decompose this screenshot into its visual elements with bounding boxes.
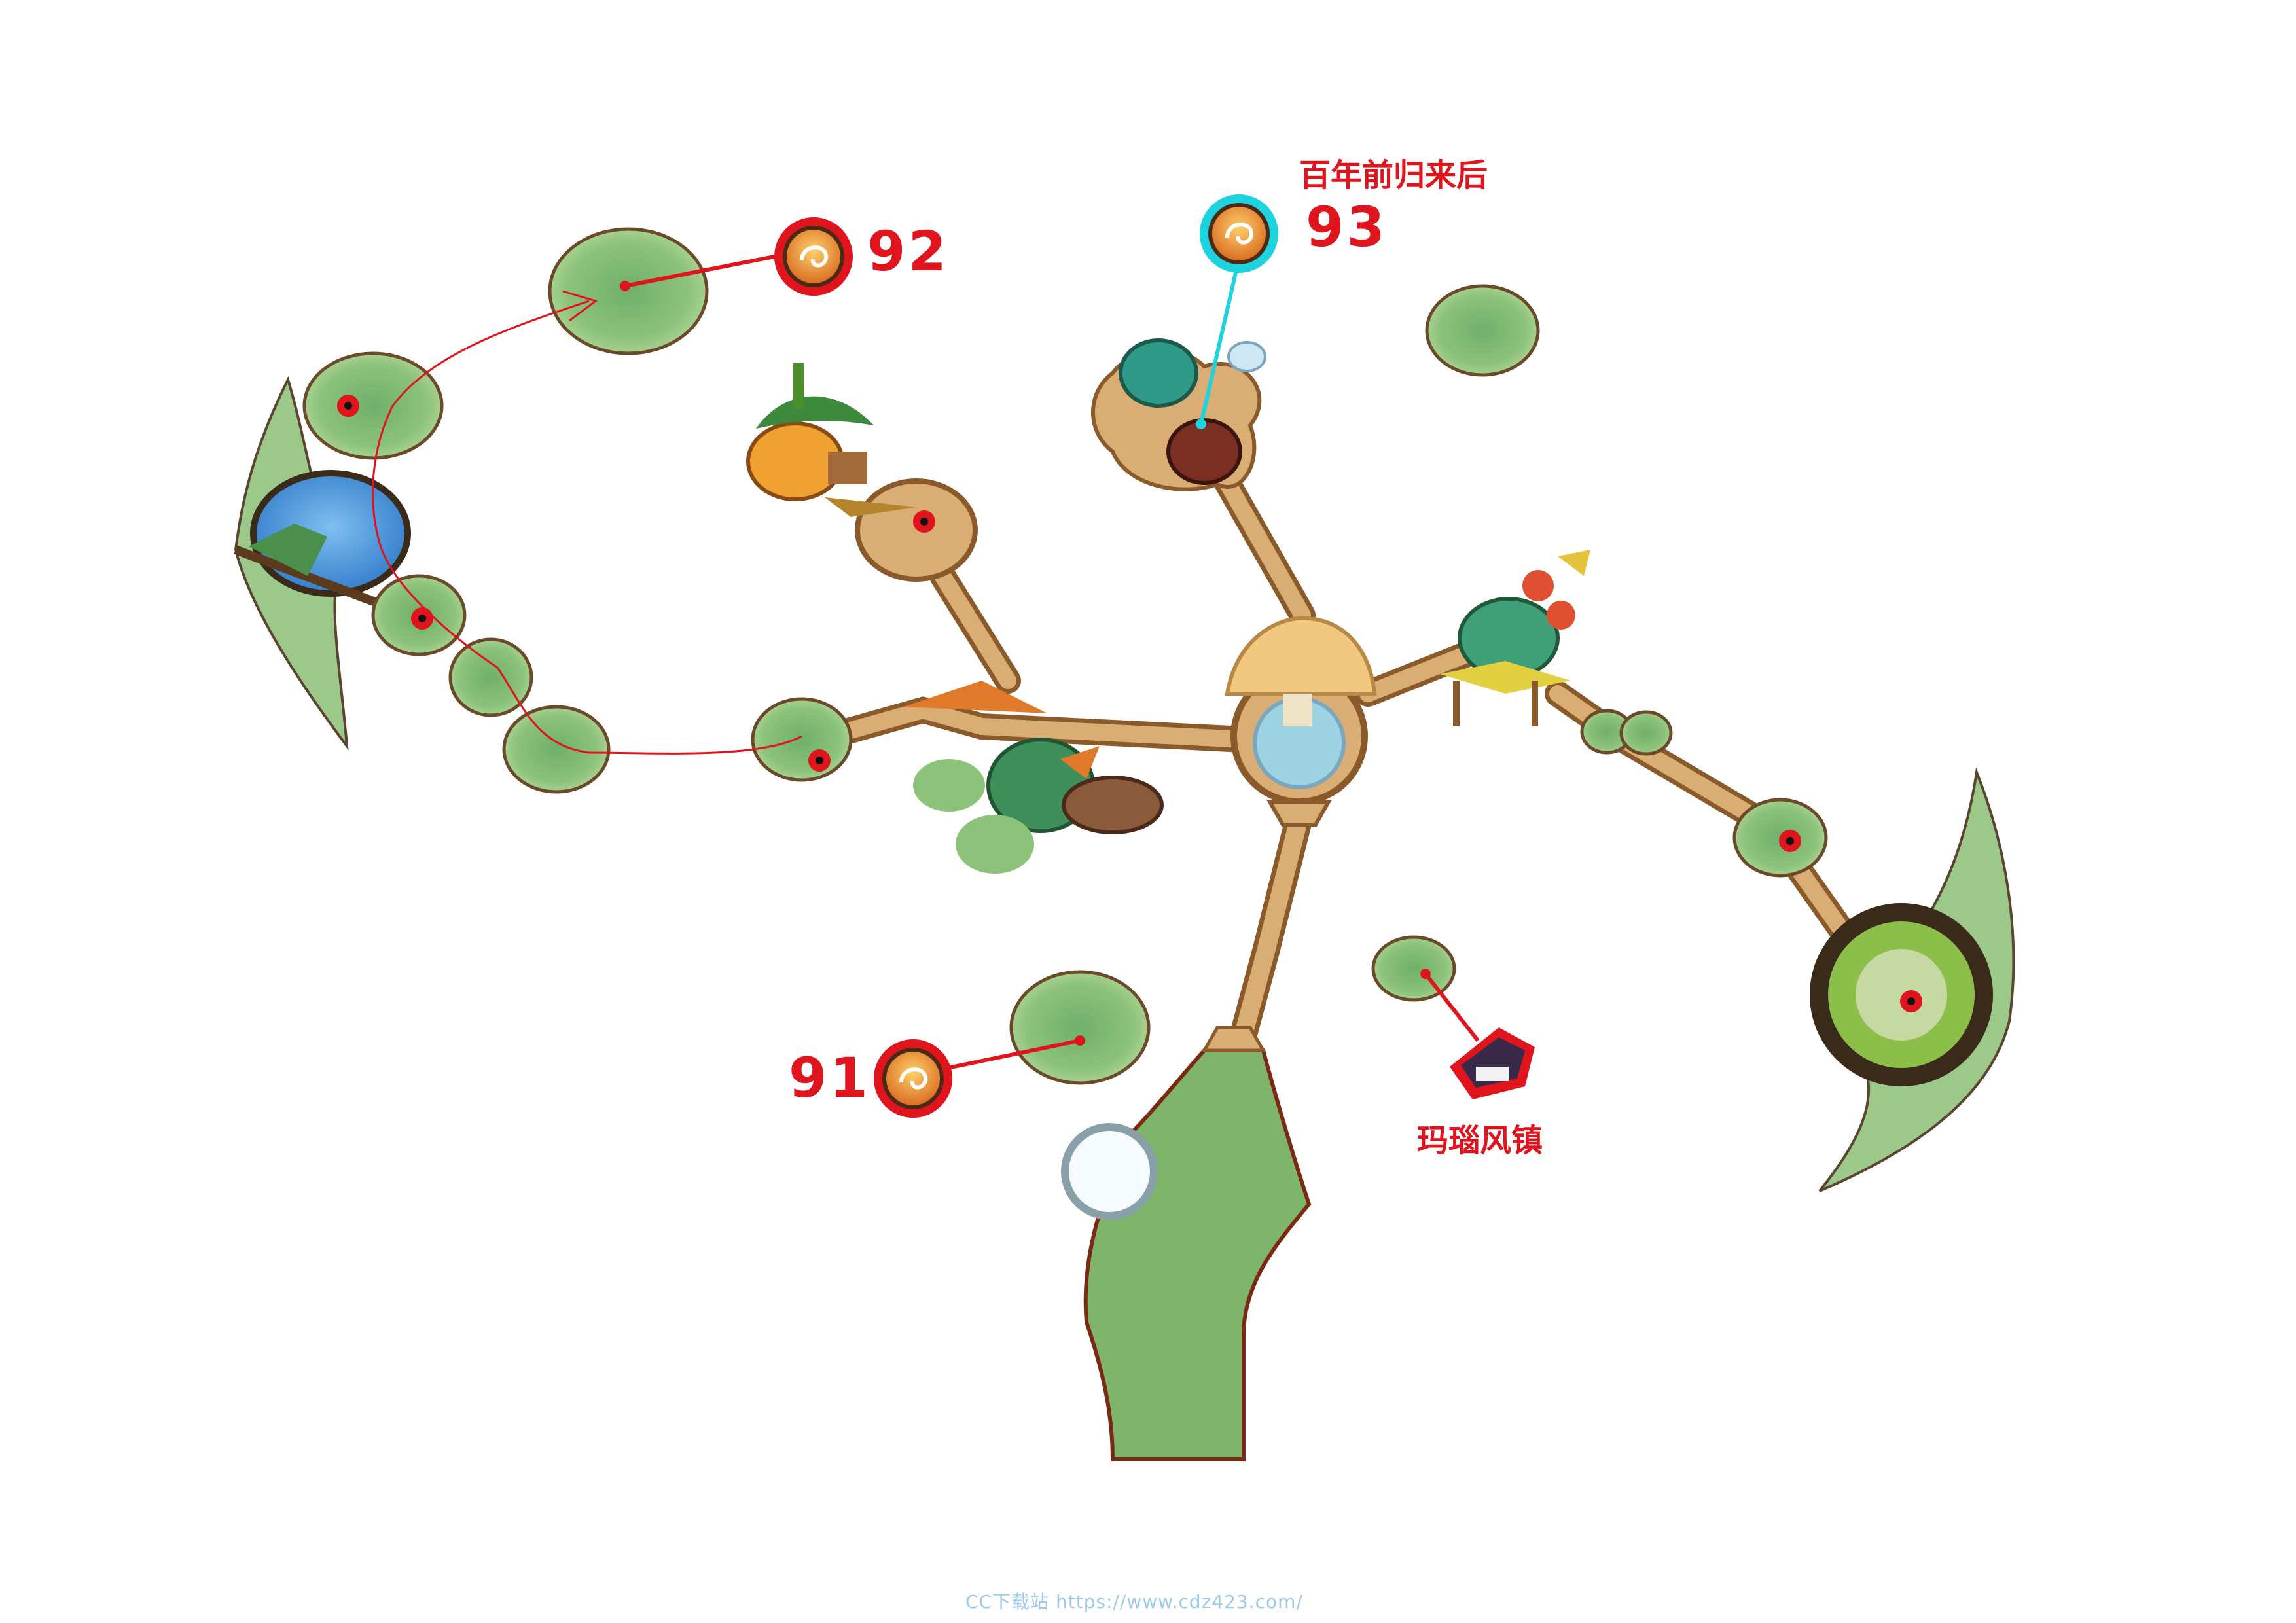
marker-label-92: 92 [867, 219, 949, 283]
watermark: CC下载站 https://www.cdz423.com/ [965, 1591, 1303, 1613]
spot-pins [337, 395, 1922, 1012]
warp-portal-icon [1061, 1123, 1158, 1220]
right-cliff [1810, 767, 2015, 1192]
red-dot-icon [1779, 830, 1801, 852]
red-dot-icon [411, 607, 433, 630]
pumpkin-house-icon [746, 363, 978, 582]
orange-swirl-chest-icon [783, 226, 844, 287]
chest-marker-93[interactable] [1200, 194, 1278, 273]
chest-marker-92[interactable] [774, 217, 853, 296]
marker-label-93: 93 [1306, 195, 1388, 259]
bean-house-icon [1091, 338, 1266, 491]
route-arrowhead [562, 290, 598, 322]
orange-swirl-chest-icon [1208, 203, 1270, 264]
town-label: 玛瑙风镇 [1417, 1122, 1543, 1159]
orange-swirl-chest-icon [882, 1048, 944, 1109]
left-cliff [234, 376, 411, 751]
red-dot-icon [913, 510, 935, 533]
marker-note-93: 百年前归来后 [1299, 157, 1488, 194]
red-dot-icon [337, 395, 359, 417]
bottom-peninsula [1061, 1026, 1312, 1461]
fruit-house-icon [1440, 550, 1590, 726]
chest-marker-91[interactable] [874, 1039, 952, 1118]
route-arrow [372, 300, 802, 755]
central-mushroom-hub-icon [1225, 616, 1377, 827]
boardwalk-paths [805, 458, 1859, 1048]
lily-pads [302, 227, 1828, 1085]
town-sign-icon[interactable] [1450, 1027, 1535, 1099]
marker-label-91: 91 [789, 1046, 870, 1110]
red-dot-icon [808, 749, 831, 772]
leaf-village-icon [903, 681, 1164, 874]
red-dot-icon [1900, 990, 1922, 1012]
